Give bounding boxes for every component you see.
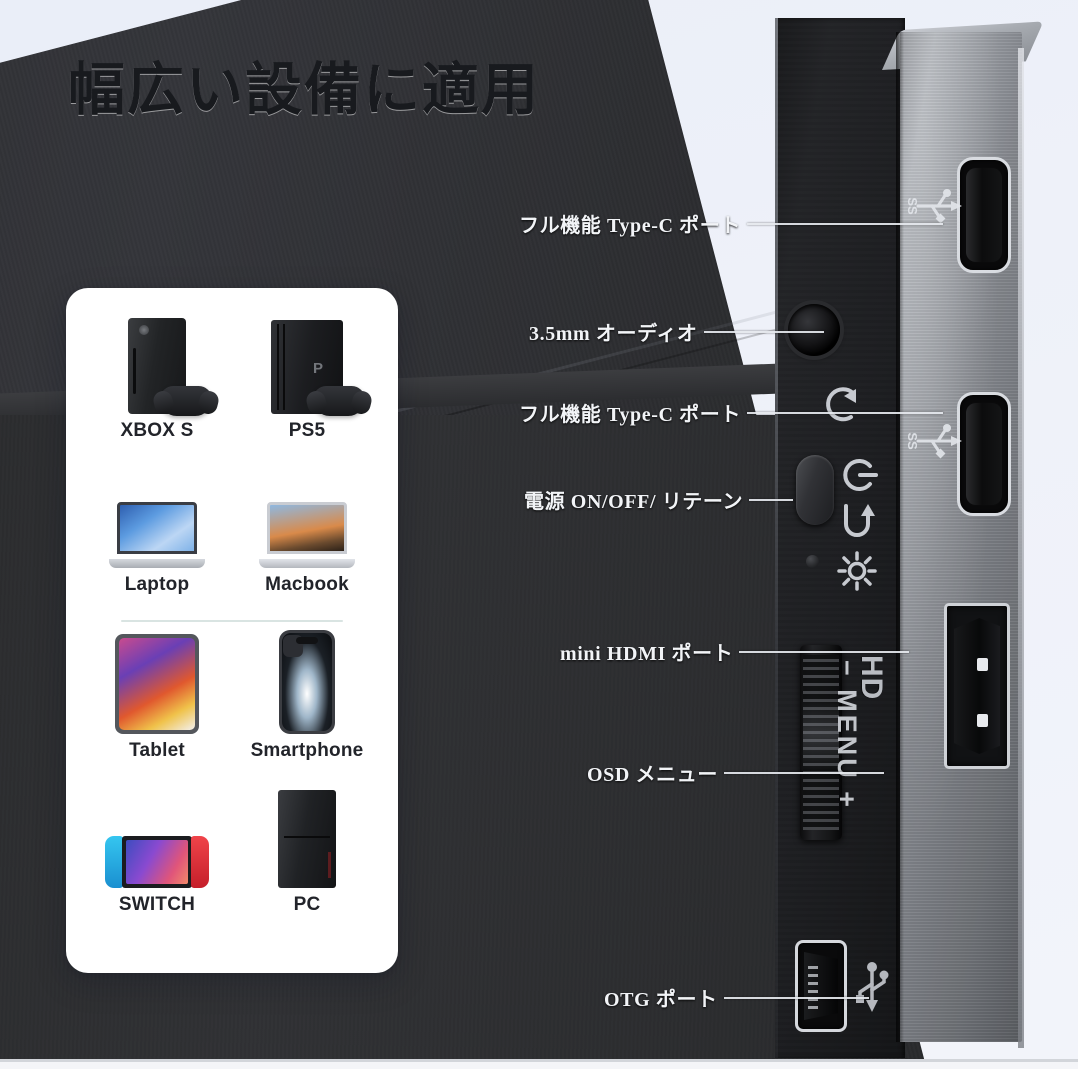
callout-audio: 3.5mm オーディオ	[529, 317, 824, 346]
osd-scroll-wheel[interactable]	[800, 645, 842, 840]
rail-inner-shadow	[896, 32, 904, 1042]
hdmi-port-cavity	[954, 618, 1000, 754]
ss-text-top: SS	[906, 197, 920, 215]
power-icon	[843, 459, 878, 491]
device-item-laptop: Laptop	[82, 464, 232, 618]
power-button[interactable]	[796, 455, 834, 525]
return-arrow-icon-bottom	[844, 504, 875, 537]
usb-c-port-top	[957, 157, 1011, 273]
device-item-xbox: XBOX S	[82, 310, 232, 464]
leader-line	[749, 498, 794, 501]
monitor-control-column	[775, 18, 905, 1058]
hdmi-pin	[977, 658, 988, 671]
ss-text-bottom: SS	[906, 432, 920, 450]
power-led-indicator	[806, 555, 819, 568]
device-item-macbook: Macbook	[232, 464, 382, 618]
leader-line	[746, 222, 943, 225]
device-label: SWITCH	[118, 894, 196, 915]
tablet-icon	[115, 630, 199, 734]
nintendo-switch-icon	[105, 784, 209, 888]
compatible-devices-card: XBOX S P PS5 Laptop Macbook	[66, 288, 398, 973]
callout-label: 電源 ON/OFF/ リテーン	[524, 491, 744, 513]
device-label: XBOX S	[120, 420, 194, 441]
bottom-edge-strip	[0, 1059, 1078, 1069]
leader-line	[703, 330, 824, 333]
audio-jack-3-5mm	[788, 304, 840, 356]
callout-type-c-bottom: フル機能 Type-C ポート	[519, 398, 943, 427]
smartphone-icon	[279, 630, 335, 734]
leader-line	[739, 650, 910, 653]
callout-label: 3.5mm オーディオ	[529, 323, 698, 345]
card-divider	[82, 618, 382, 630]
device-item-switch: SWITCH	[82, 784, 232, 938]
osd-wheel-highlight	[803, 700, 839, 770]
usb-c-port-bottom	[957, 392, 1011, 516]
device-item-tablet: Tablet	[82, 630, 232, 784]
usb-icon-otg	[856, 962, 889, 1012]
otg-micro-usb-port	[795, 940, 847, 1032]
callout-label: OTG ポート	[604, 989, 718, 1011]
callout-label: OSD メニュー	[587, 764, 718, 786]
macbook-icon	[259, 464, 355, 568]
rail-outer-edge	[1018, 48, 1024, 1048]
device-label: Macbook	[265, 574, 349, 595]
osd-menu-marking: − MENU +	[832, 660, 862, 811]
device-item-ps5: P PS5	[232, 310, 382, 464]
callout-label: フル機能 Type-C ポート	[519, 404, 741, 426]
xbox-console-icon	[128, 310, 212, 416]
usb-superspeed-icon-top: SS	[906, 189, 962, 224]
otg-port-pins	[808, 965, 818, 1009]
callout-label: mini HDMI ポート	[560, 643, 734, 665]
usb-superspeed-icon-bottom: SS	[906, 424, 962, 459]
ps5-console-icon: P	[271, 310, 365, 416]
brightness-icon	[837, 551, 877, 591]
device-label: Tablet	[129, 740, 185, 761]
device-label: Smartphone	[250, 740, 364, 761]
hdmi-pin	[977, 714, 988, 727]
callout-power: 電源 ON/OFF/ リテーン	[524, 485, 794, 514]
device-item-smartphone: Smartphone	[232, 630, 382, 784]
callout-type-c-top: フル機能 Type-C ポート	[519, 209, 943, 238]
callout-osd: OSD メニュー	[587, 758, 884, 787]
return-arrow-icon-top	[826, 387, 856, 422]
device-item-pc: PC	[232, 784, 382, 938]
control-column-highlight	[775, 18, 778, 1058]
callout-otg: OTG ポート	[604, 983, 869, 1012]
device-label: PC	[293, 894, 321, 915]
device-label: PS5	[288, 420, 326, 441]
callout-hdmi: mini HDMI ポート	[560, 637, 910, 666]
leader-line	[723, 996, 869, 999]
callout-label: フル機能 Type-C ポート	[519, 215, 741, 237]
page-title: 幅広い設備に適用	[68, 57, 540, 123]
device-label: Laptop	[124, 574, 190, 595]
device-grid: XBOX S P PS5 Laptop Macbook	[66, 288, 398, 938]
desktop-tower-icon	[278, 784, 336, 888]
leader-line	[746, 411, 943, 414]
laptop-icon	[109, 464, 205, 568]
leader-line	[723, 771, 884, 774]
mini-hdmi-port	[944, 603, 1010, 769]
